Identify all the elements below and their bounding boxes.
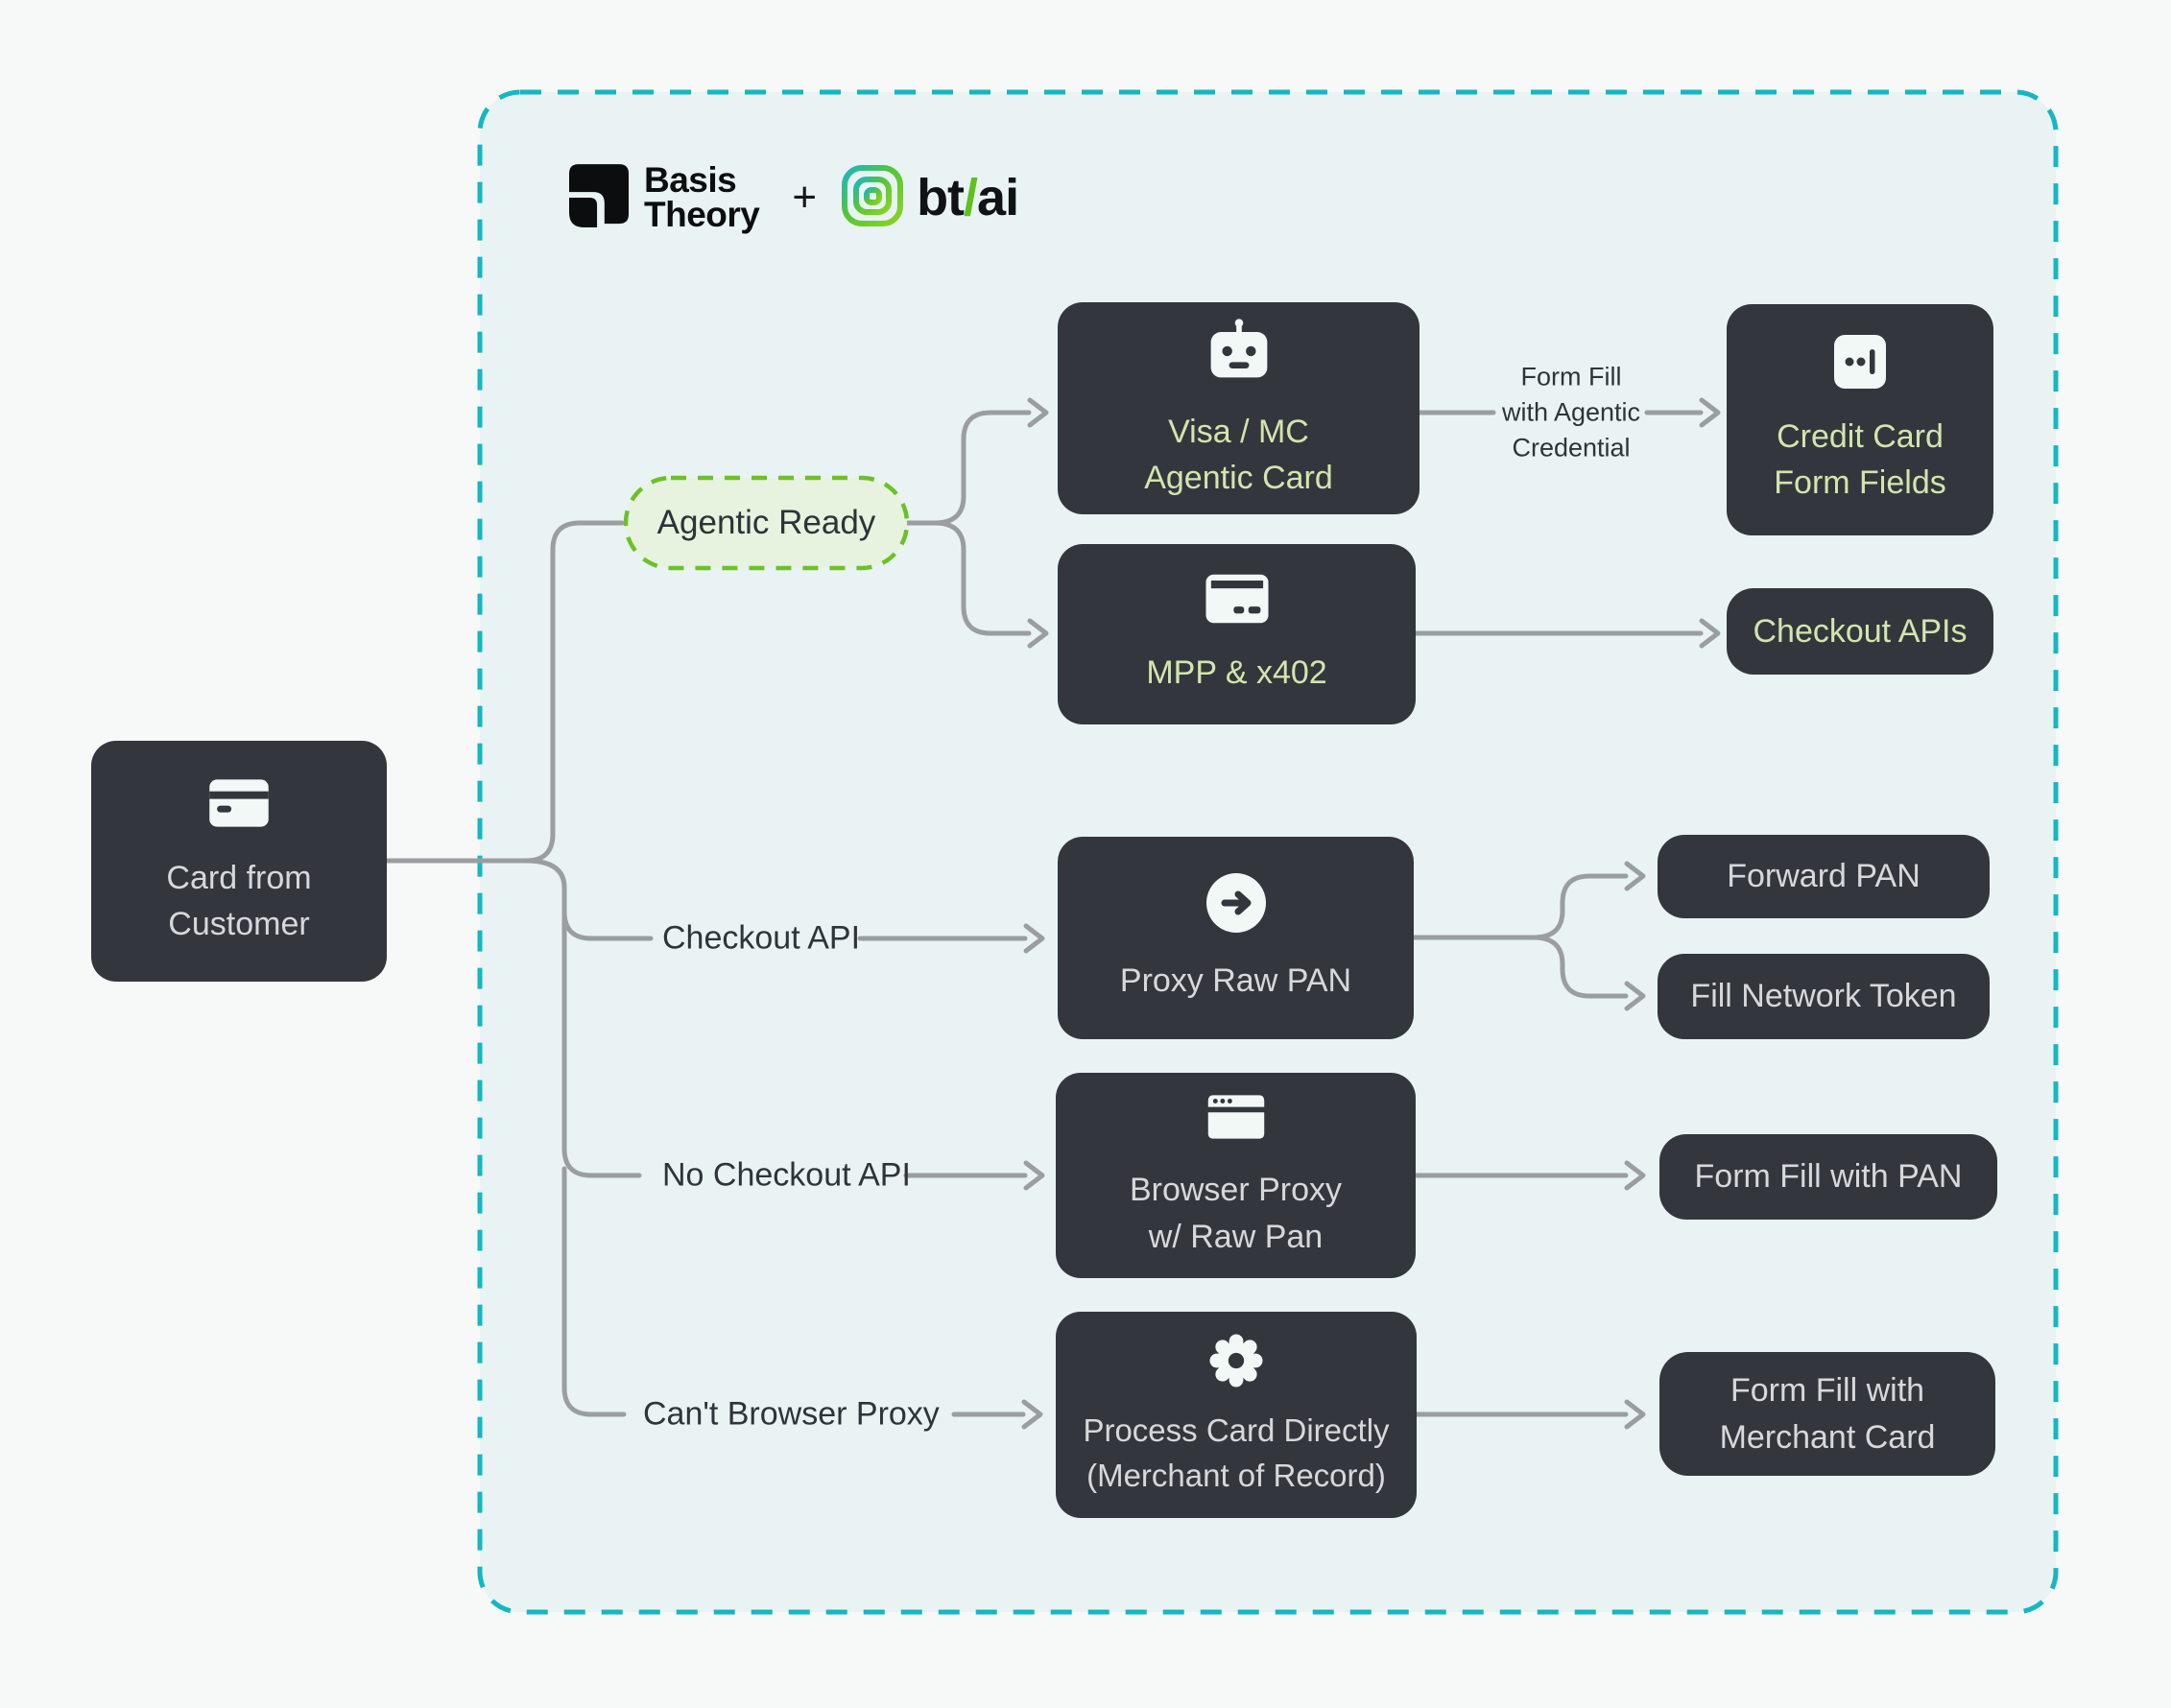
node-proxy-raw-pan: Proxy Raw PAN (1058, 837, 1414, 1039)
edge-label-cant-browser-proxy: Can't Browser Proxy (643, 1395, 940, 1433)
node-agentic-ready: Agentic Ready (656, 504, 876, 541)
edge-agentic-mpp (932, 520, 1032, 636)
logo-row: Basis Theory + bt/ai (569, 160, 1019, 234)
btai-slash: / (964, 169, 978, 226)
node-label: Visa / MC Agentic Card (1144, 413, 1333, 496)
node-fill-network-token: Fill Network Token (1658, 954, 1990, 1039)
node-credit-card-form-fields: Credit Card Form Fields (1727, 304, 1993, 535)
edge-agentic-visa (932, 410, 1032, 526)
node-form-fill-with-pan: Form Fill with PAN (1659, 1134, 1997, 1220)
agentic-ready-pill (623, 475, 910, 571)
node-browser-proxy-raw-pan: Browser Proxy w/ Raw Pan (1056, 1073, 1416, 1278)
arrow-right-circle-icon (1205, 872, 1267, 938)
plus-sign: + (792, 174, 818, 221)
node-visa-mc-agentic-card: Visa / MC Agentic Card (1058, 302, 1420, 514)
node-checkout-apis: Checkout APIs (1727, 588, 1993, 675)
form-field-cursor-icon (1833, 334, 1887, 394)
edge-label-no-checkout-api: No Checkout API (662, 1156, 911, 1194)
robot-icon (1202, 316, 1276, 390)
node-form-fill-with-merchant-card: Form Fill with Merchant Card (1659, 1352, 1995, 1476)
node-label: MPP & x402 (1146, 654, 1327, 692)
edge-proxy-forward (1531, 873, 1629, 940)
node-label: Browser Proxy w/ Raw Pan (1129, 1172, 1343, 1255)
edge-label-form-fill-agentic-credential: Form Fill with Agentic Credential (1501, 362, 1641, 463)
node-label: Checkout APIs (1753, 612, 1968, 650)
node-forward-pan: Forward PAN (1658, 835, 1990, 918)
node-label: Proxy Raw PAN (1119, 961, 1352, 999)
edge-to-cant-browser (561, 1166, 627, 1417)
gear-icon (1206, 1331, 1266, 1395)
edge-label-checkout-api: Checkout API (662, 919, 861, 957)
node-label: Fill Network Token (1690, 978, 1957, 1015)
btai-bt: bt (917, 169, 965, 226)
btai-wordmark: bt/ai (917, 168, 1019, 227)
node-label: Card from Customer (166, 859, 312, 942)
node-label: Form Fill with Merchant Card (1719, 1372, 1936, 1456)
node-label: Forward PAN (1727, 858, 1920, 895)
credit-card-filled-icon (204, 775, 274, 836)
node-process-card-directly: Process Card Directly (Merchant of Recor… (1056, 1312, 1417, 1518)
edge-proxy-filltoken (1531, 935, 1629, 999)
brand-name: Basis Theory (644, 160, 760, 234)
node-label: Credit Card Form Fields (1774, 417, 1946, 501)
edge-to-agentic (523, 520, 625, 864)
edge-to-no-checkout (561, 901, 642, 1178)
node-mpp-x402: MPP & x402 (1058, 544, 1416, 724)
node-card-from-customer: Card from Customer (91, 741, 387, 982)
btai-squircle-icon (842, 164, 904, 231)
node-label: Process Card Directly (Merchant of Recor… (1083, 1412, 1390, 1493)
node-label: Form Fill with PAN (1694, 1158, 1963, 1196)
basis-theory-logo-icon (569, 163, 629, 232)
credit-card-icon (1202, 572, 1273, 630)
btai-ai: ai (977, 169, 1019, 226)
browser-window-icon (1205, 1091, 1268, 1148)
